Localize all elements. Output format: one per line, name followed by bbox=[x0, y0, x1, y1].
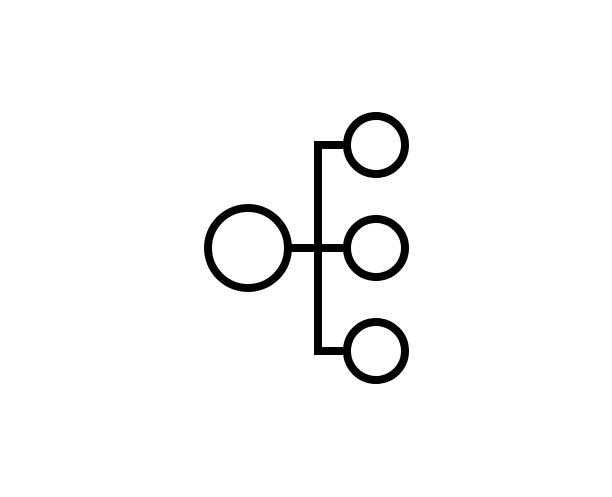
child-node-circle-middle bbox=[343, 215, 409, 281]
parent-node-circle bbox=[204, 204, 292, 292]
child-node-circle-top bbox=[343, 112, 409, 178]
child-node-circle-bottom bbox=[343, 318, 409, 384]
